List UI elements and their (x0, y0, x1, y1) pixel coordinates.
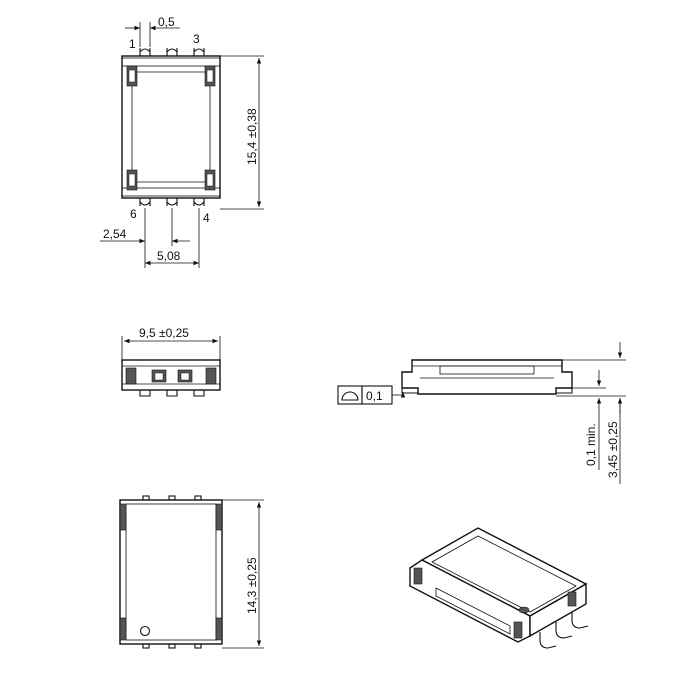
front-view-body (121, 359, 221, 391)
bottom-view: 14,3 ±0,25 (119, 495, 264, 649)
svg-text:15,4 ±0,38: 15,4 ±0,38 (245, 108, 259, 165)
dimension-span: 5,08 (145, 249, 199, 266)
dimension-length-top: 15,4 ±0,38 (210, 55, 264, 210)
pin-label-6: 6 (130, 207, 137, 221)
pin-label-4: 4 (203, 211, 210, 225)
svg-text:2,54: 2,54 (103, 227, 127, 241)
dimension-width-front: 9,5 ±0,25 (139, 326, 189, 340)
pin1-marker-icon (139, 625, 151, 637)
flatness-tolerance-frame: 0,1 (337, 385, 406, 405)
top-view-clips (126, 65, 216, 191)
dimension-pin-width: 0,5 (125, 15, 180, 47)
svg-text:0,1: 0,1 (366, 389, 383, 403)
svg-text:0,5: 0,5 (158, 15, 175, 29)
svg-text:5,08: 5,08 (157, 249, 181, 263)
top-view-body (121, 55, 221, 199)
dimension-height: 0,1 min. 3,45 ±0,25 (556, 342, 626, 484)
pin-label-3: 3 (193, 32, 200, 46)
side-view: 0,1 0,1 min. 3,45 ±0,25 (337, 342, 626, 484)
dimension-length-bottom: 14,3 ±0,25 (245, 557, 259, 614)
pin-label-1: 1 (129, 37, 136, 51)
dimension-total-height: 3,45 ±0,25 (606, 421, 620, 478)
dimension-pitch: 2,54 (100, 208, 200, 268)
side-view-body (401, 359, 573, 395)
bottom-view-body (119, 499, 223, 645)
dimension-standoff: 0,1 min. (584, 423, 598, 466)
front-view: 9,5 ±0,25 (121, 326, 221, 397)
profile-surface-icon (341, 391, 359, 401)
top-view: 1 3 6 4 0,5 15,4 ±0,38 2,54 (100, 15, 264, 268)
isometric-view (409, 527, 589, 649)
